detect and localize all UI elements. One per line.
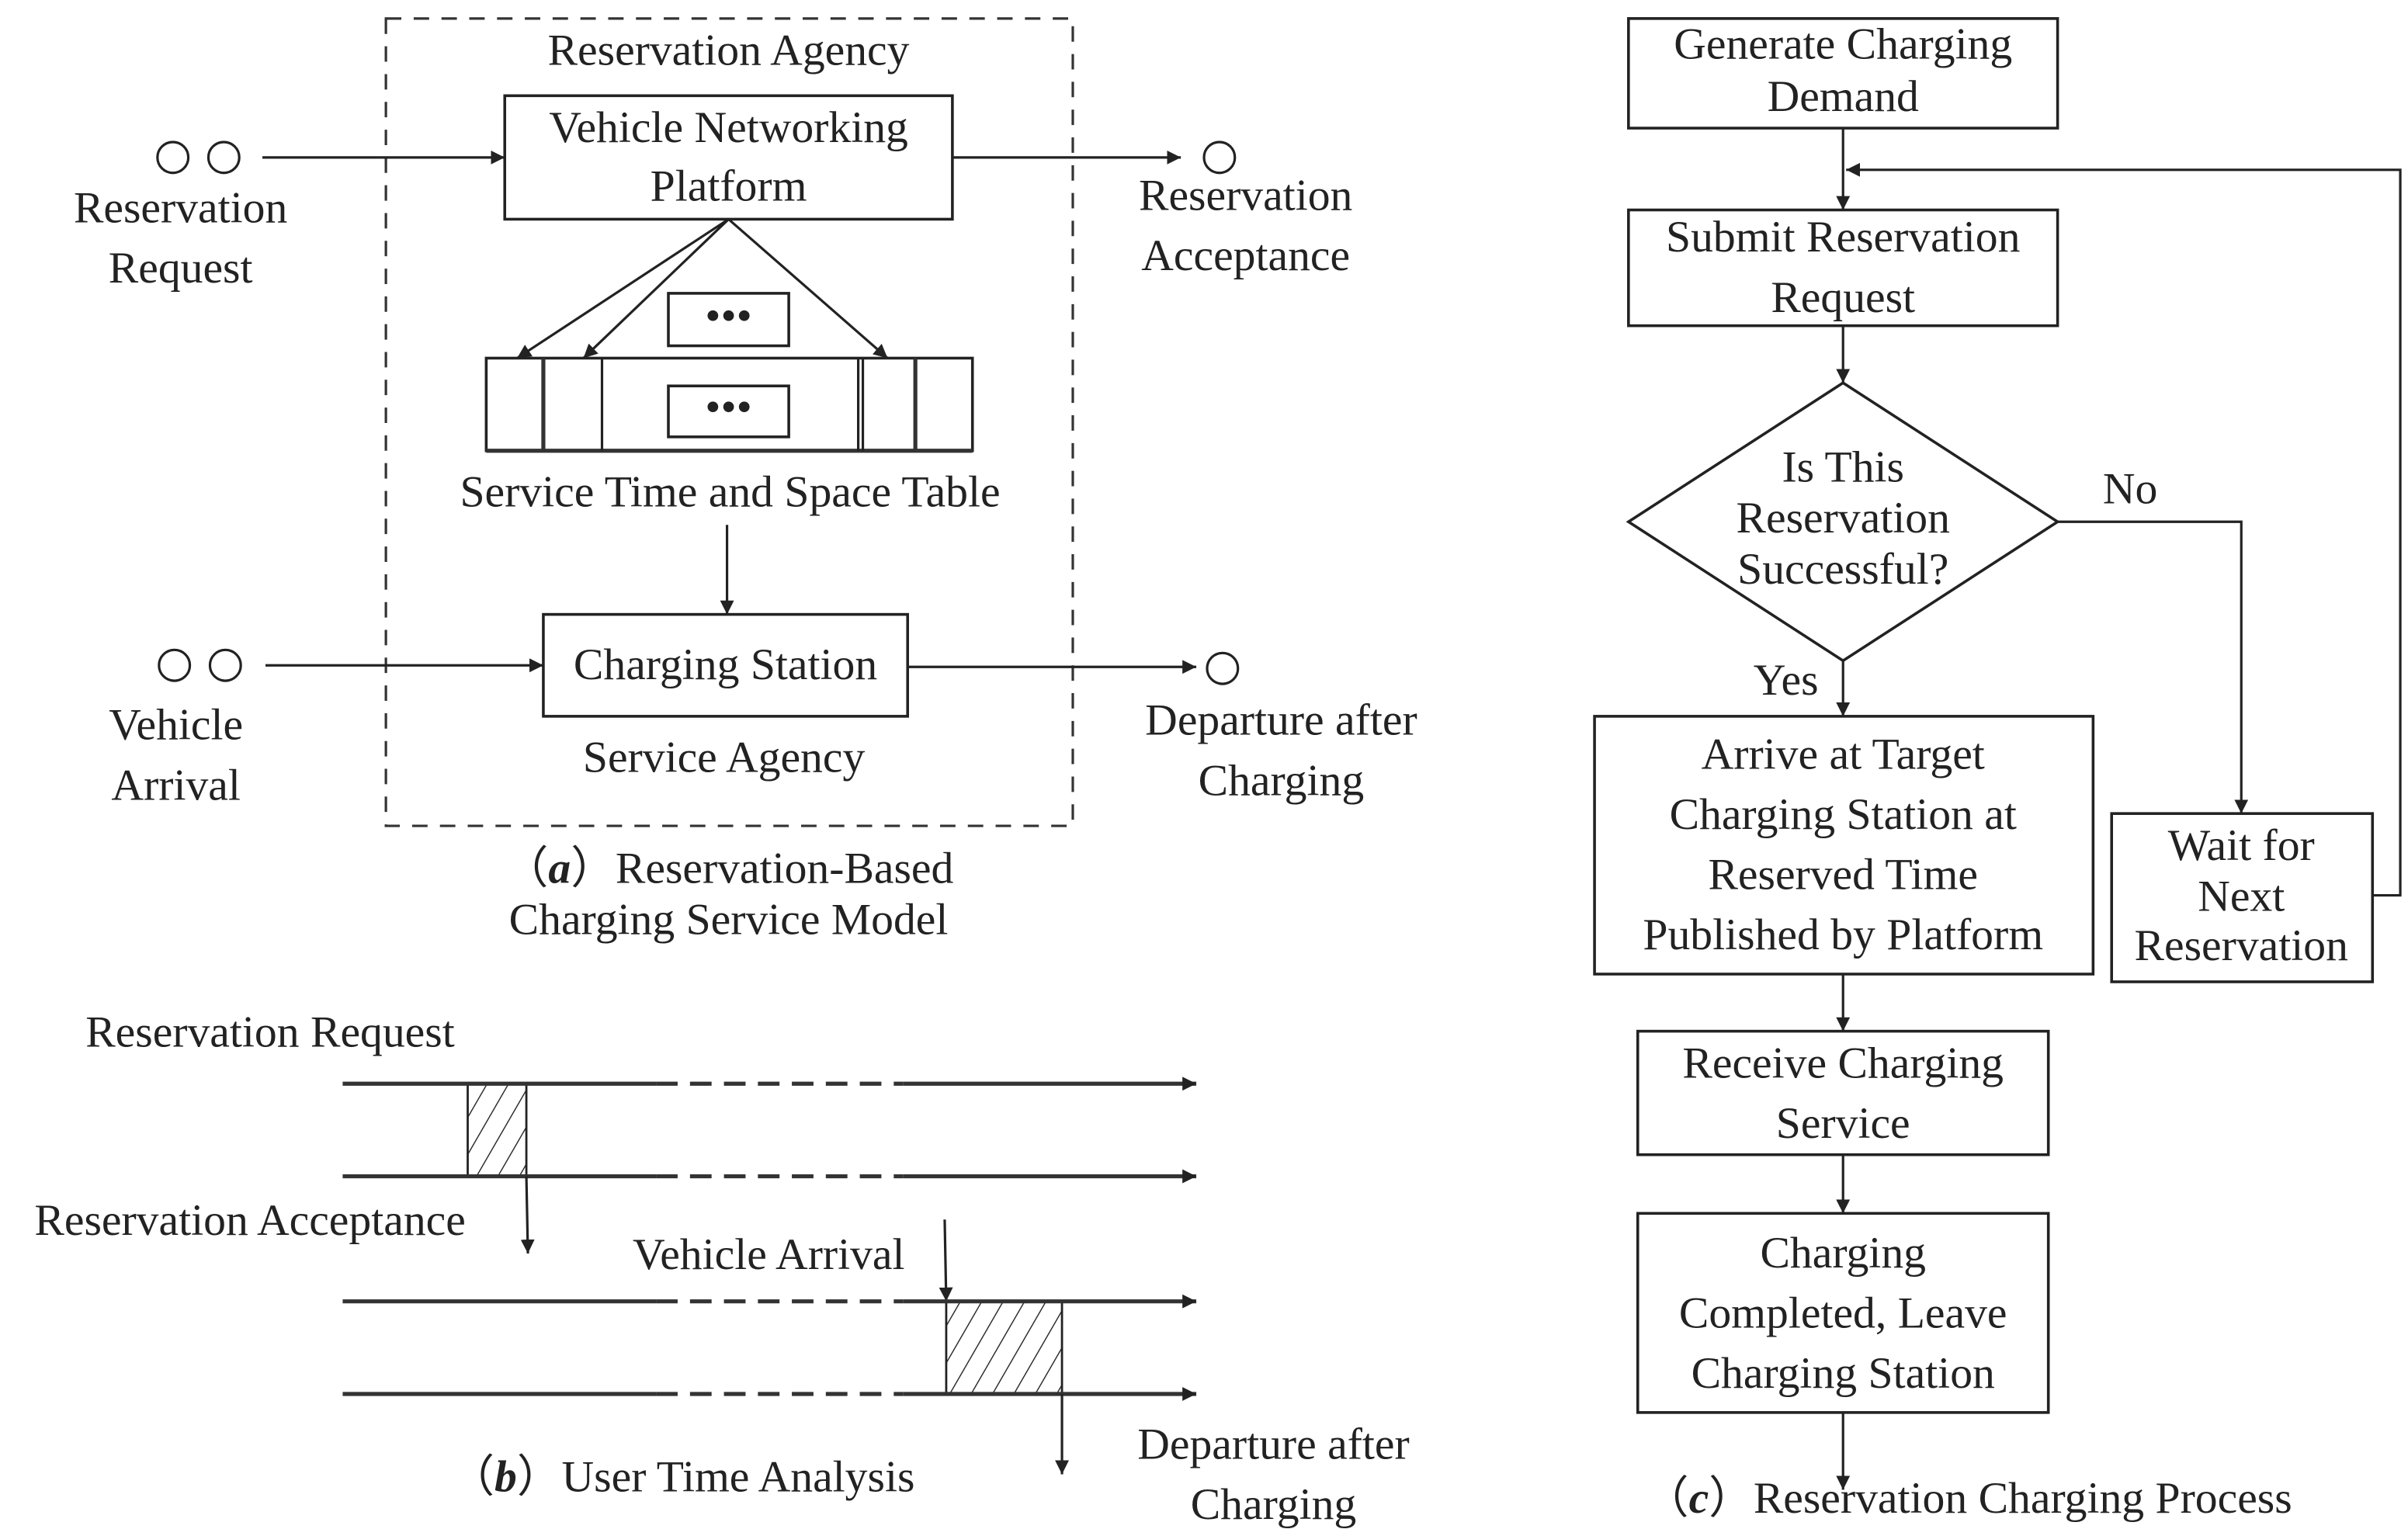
reservation-agency-label: Reservation Agency — [548, 26, 910, 75]
request-queue-circle — [206, 140, 241, 175]
ellipsis-text: ••• — [705, 383, 752, 432]
arrival-queue-circle — [158, 648, 192, 682]
panel-b-user-time-analysis: Reservation Request Reservation Acceptan… — [34, 1007, 1409, 1529]
ellipsis-box — [667, 292, 790, 348]
step-receive-service — [1636, 1029, 2050, 1156]
charging-interval — [945, 1300, 1063, 1396]
yes-label: Yes — [1754, 656, 1819, 705]
service-agency-label: Service Agency — [583, 733, 866, 782]
platform-to-table-arrow — [516, 218, 730, 359]
step-arrive-station — [1593, 715, 2095, 976]
service-time-space-table: ••• — [484, 356, 974, 453]
platform-to-table-arrow — [582, 218, 730, 359]
timeline — [342, 1294, 1197, 1401]
no-label: No — [2103, 464, 2157, 513]
arrival-down-arrow — [939, 1219, 953, 1302]
acceptance-down-arrow — [520, 1176, 535, 1254]
departure-circle — [1206, 651, 1240, 685]
ellipsis-text: ••• — [705, 292, 752, 341]
panel-c-caption: （c）Reservation Charging Process — [1644, 1474, 2292, 1523]
retry-loop-arrow — [1846, 162, 2402, 897]
timeline-reservation-acceptance-label: Reservation Acceptance — [34, 1196, 465, 1245]
reservation-processing-interval — [467, 1082, 528, 1177]
step-submit-request — [1627, 208, 2059, 328]
reservation-agency-boundary — [384, 17, 1074, 827]
timeline-vehicle-arrival-label: Vehicle Arrival — [633, 1230, 905, 1279]
step-wait-next — [2110, 812, 2375, 983]
request-queue-circle — [156, 140, 190, 175]
acceptance-circle — [1202, 140, 1237, 175]
table-label: Service Time and Space Table — [460, 467, 1000, 516]
timeline-reservation-request-label: Reservation Request — [85, 1007, 455, 1056]
platform-to-table-arrow — [727, 218, 889, 359]
step-charging-completed — [1636, 1212, 2050, 1414]
timeline — [342, 1077, 1197, 1184]
panel-b-caption: （b）User Time Analysis — [449, 1452, 914, 1501]
charging-station-box — [542, 612, 910, 718]
arrival-queue-circle — [208, 648, 242, 682]
charging-station-text: Charging Station — [574, 640, 877, 689]
no-branch-arrow — [2057, 520, 2249, 814]
